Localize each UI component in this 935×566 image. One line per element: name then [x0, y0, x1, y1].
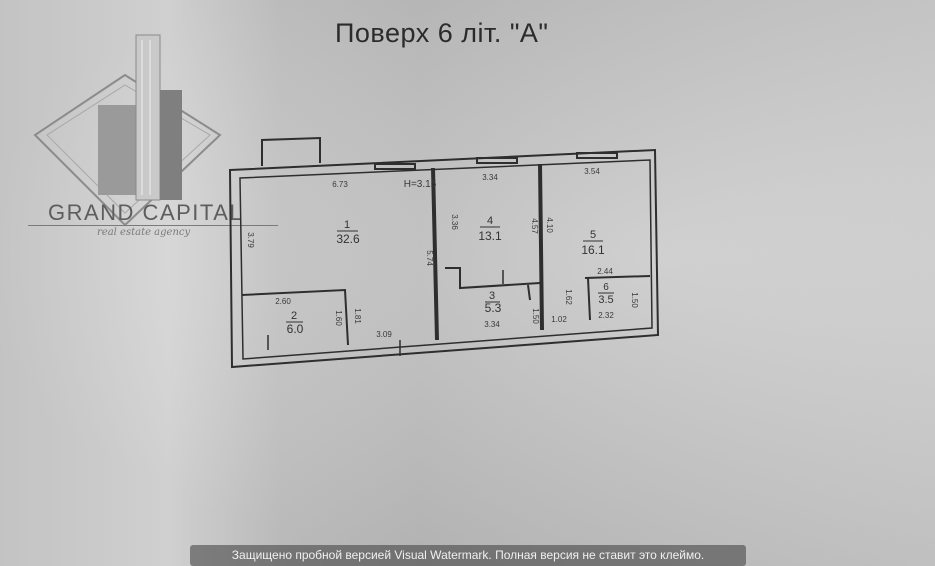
dimension-label: 3.36 [450, 214, 459, 230]
outer-wall [228, 148, 660, 369]
dimension-label: 2.32 [598, 311, 614, 320]
room-number: 4 [487, 215, 493, 227]
room-number: 6 [603, 282, 609, 293]
dimension-label: 2.60 [275, 297, 291, 306]
room-area: 16.1 [581, 243, 605, 257]
room-number: 3 [489, 290, 495, 302]
page-title: Поверх 6 літ. "А" [335, 18, 549, 48]
trial-watermark: Защищено пробной версией Visual Watermar… [190, 545, 746, 566]
room-area: 3.5 [598, 294, 613, 306]
partition-1-4 [431, 167, 439, 341]
dimension-label: 1.60 [334, 310, 343, 326]
room-number: 2 [291, 310, 297, 322]
ceiling-height: H=3.15 [404, 179, 437, 190]
dimension-label: 3.79 [246, 232, 255, 248]
dimension-label: 1.62 [564, 289, 573, 305]
room-area: 6.0 [287, 322, 304, 336]
window [476, 157, 518, 164]
room-number: 5 [590, 229, 596, 241]
dimension-label: 1.81 [353, 308, 362, 324]
inner-outer-wall [239, 159, 653, 360]
partition-4-5 [538, 163, 544, 331]
partition-room2 [241, 288, 349, 346]
dimension-label: 4.57 [530, 218, 539, 234]
partition-6-left [587, 277, 591, 321]
dimension-label: 2.44 [597, 267, 613, 276]
dimension-label: 4.10 [545, 217, 554, 233]
dimension-label: 3.54 [584, 167, 600, 176]
room-area: 13.1 [478, 229, 502, 243]
dimension-label: 1.50 [630, 292, 639, 308]
dimension-label: 1.50 [531, 308, 540, 324]
room-number: 1 [344, 219, 350, 231]
dimension-label: 5.74 [425, 250, 434, 266]
room-area: 5.3 [485, 301, 502, 315]
logo-tagline: real estate agency [97, 227, 191, 238]
balcony [261, 136, 321, 166]
partition-3-right [527, 284, 531, 301]
logo-name: GRAND CAPITAL [48, 200, 244, 225]
dimension-label: 1.02 [551, 315, 567, 324]
dimension-label: 6.73 [332, 180, 348, 189]
room-area: 32.6 [336, 232, 360, 246]
partition-room3-top [445, 267, 541, 290]
window [374, 163, 416, 170]
window [576, 152, 618, 159]
dimension-label: 3.09 [376, 330, 392, 339]
building-logo-icon [33, 34, 222, 227]
logo-divider [28, 225, 278, 226]
dimension-label: 3.34 [482, 173, 498, 182]
partition-room6 [584, 275, 651, 279]
dimension-label: 3.34 [484, 320, 500, 329]
